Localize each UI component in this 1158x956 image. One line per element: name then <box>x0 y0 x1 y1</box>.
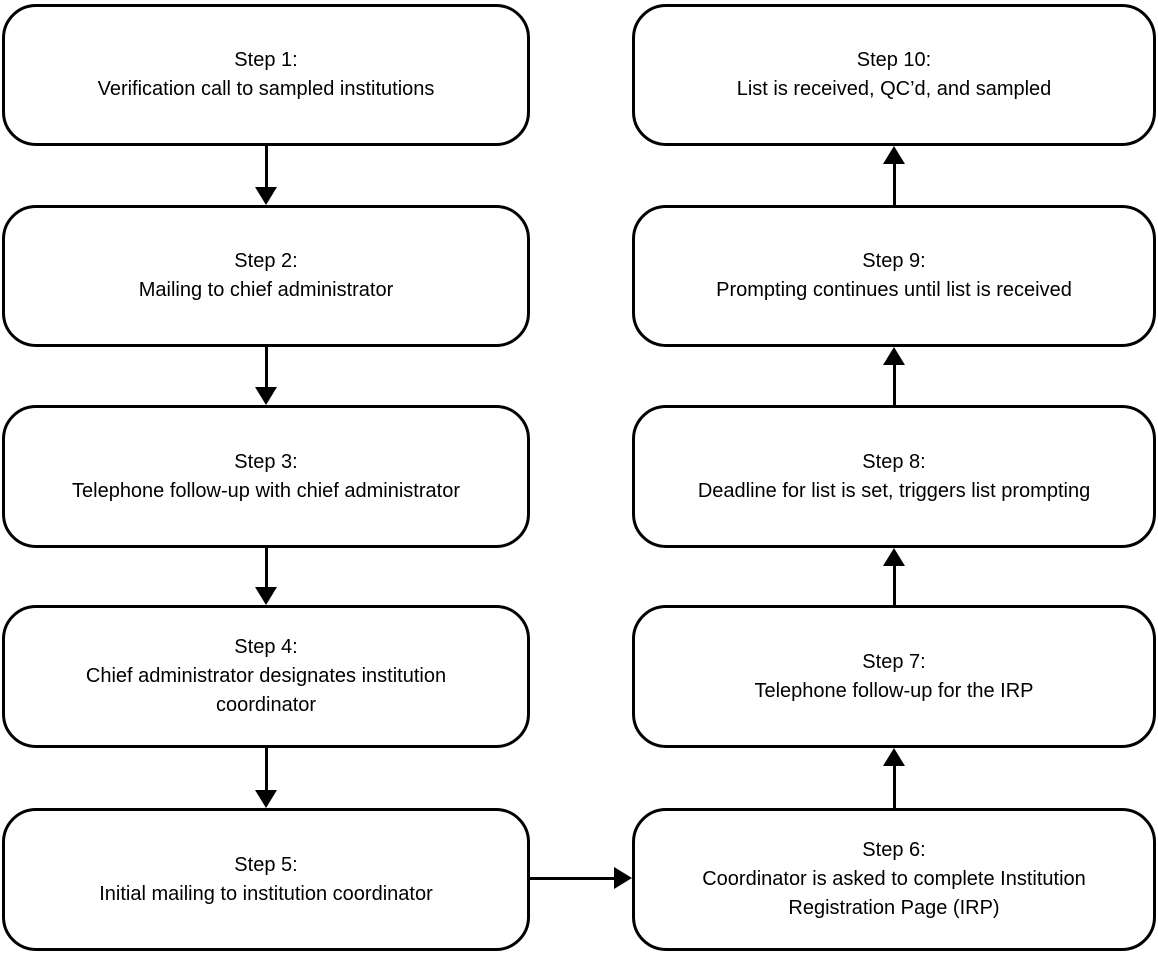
step-6-box: Step 6: Coordinator is asked to complete… <box>632 808 1156 951</box>
arrow-right-head-icon <box>614 867 632 889</box>
arrow-shaft <box>530 876 616 880</box>
step-3-label: Step 3: <box>234 450 298 473</box>
step-9-description: Prompting continues until list is receiv… <box>716 279 1072 301</box>
arrow-down-head-icon <box>255 187 277 205</box>
step-3-description: Telephone follow-up with chief administr… <box>72 479 460 502</box>
arrow-shaft <box>892 564 896 605</box>
step-10-box: Step 10: List is received, QC’d, and sam… <box>632 4 1156 146</box>
step-2-box: Step 2: Mailing to chief administrator <box>2 205 530 347</box>
arrow-down-head-icon <box>255 587 277 605</box>
arrow-up-head-icon <box>883 347 905 365</box>
arrow-down-head-icon <box>255 387 277 405</box>
arrow-up-head-icon <box>883 548 905 566</box>
arrow-step-2-to-step-3 <box>255 347 277 405</box>
step-7-box: Step 7: Telephone follow-up for the IRP <box>632 605 1156 748</box>
step-6-label: Step 6: <box>862 839 926 861</box>
step-5-description: Initial mailing to institution coordinat… <box>99 882 433 905</box>
step-1-box: Step 1: Verification call to sampled ins… <box>2 4 530 146</box>
arrow-step-6-to-step-7 <box>883 748 905 808</box>
arrow-up-head-icon <box>883 748 905 766</box>
step-9-label: Step 9: <box>862 250 926 272</box>
step-4-label: Step 4: <box>234 636 298 658</box>
arrow-shaft <box>264 146 268 189</box>
arrow-shaft <box>264 347 268 389</box>
arrow-up-head-icon <box>883 146 905 164</box>
step-1-description: Verification call to sampled institution… <box>97 78 435 100</box>
step-6-description: Coordinator is asked to complete Institu… <box>702 868 1086 919</box>
step-5-box: Step 5: Initial mailing to institution c… <box>2 808 530 951</box>
arrow-shaft <box>892 162 896 205</box>
step-7-label: Step 7: <box>862 650 926 673</box>
step-8-box: Step 8: Deadline for list is set, trigge… <box>632 405 1156 548</box>
step-2-label: Step 2: <box>234 250 298 272</box>
arrow-step-4-to-step-5 <box>255 748 277 808</box>
step-9-box: Step 9: Prompting continues until list i… <box>632 205 1156 347</box>
step-3-box: Step 3: Telephone follow-up with chief a… <box>2 405 530 548</box>
arrow-step-9-to-step-10 <box>883 146 905 205</box>
arrow-shaft <box>892 363 896 405</box>
arrow-step-1-to-step-2 <box>255 146 277 205</box>
arrow-shaft <box>892 764 896 808</box>
arrow-step-7-to-step-8 <box>883 548 905 605</box>
arrow-step-3-to-step-4 <box>255 548 277 605</box>
step-7-description: Telephone follow-up for the IRP <box>754 679 1034 702</box>
arrow-shaft <box>264 748 268 792</box>
step-1-label: Step 1: <box>234 49 298 71</box>
step-8-label: Step 8: <box>862 450 926 473</box>
arrow-step-5-to-step-6 <box>530 867 632 889</box>
arrow-shaft <box>264 548 268 589</box>
step-10-description: List is received, QC’d, and sampled <box>736 78 1052 100</box>
step-10-label: Step 10: <box>856 49 932 71</box>
arrow-step-8-to-step-9 <box>883 347 905 405</box>
step-5-label: Step 5: <box>234 853 298 876</box>
arrow-down-head-icon <box>255 790 277 808</box>
step-4-description: Chief administrator designates instituti… <box>85 665 447 716</box>
step-8-description: Deadline for list is set, triggers list … <box>697 479 1091 502</box>
step-4-box: Step 4: Chief administrator designates i… <box>2 605 530 748</box>
step-2-description: Mailing to chief administrator <box>138 279 394 301</box>
